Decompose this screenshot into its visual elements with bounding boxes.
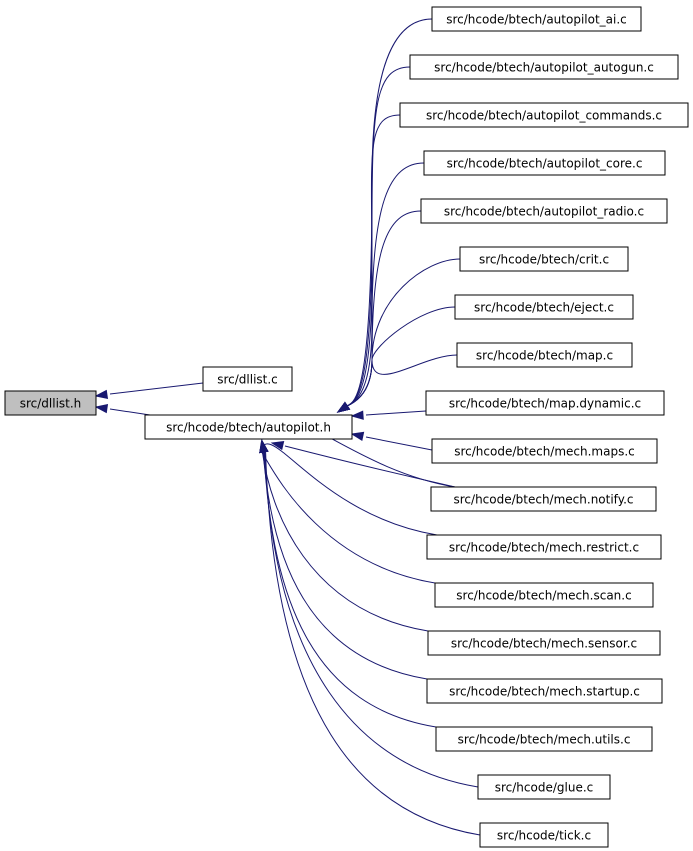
node-eject[interactable]: src/hcode/btech/eject.c bbox=[454, 294, 634, 320]
node-mech-notify[interactable]: src/hcode/btech/mech.notify.c bbox=[430, 486, 657, 512]
node-mech-maps-label: src/hcode/btech/mech.maps.c bbox=[454, 445, 635, 459]
node-mech-scan-label: src/hcode/btech/mech.scan.c bbox=[456, 589, 631, 603]
node-autopilot-autogun-label: src/hcode/btech/autopilot_autogun.c bbox=[434, 61, 654, 75]
node-autopilot-core[interactable]: src/hcode/btech/autopilot_core.c bbox=[423, 150, 666, 176]
edge-mech-maps-to-autopilot-h bbox=[365, 436, 433, 451]
edge-crit-to-autopilot-h bbox=[346, 258, 461, 407]
node-autopilot-h-label: src/hcode/btech/autopilot.h bbox=[166, 421, 331, 435]
edge-mech-startup-to-autopilot-h bbox=[262, 451, 428, 680]
node-mech-sensor-label: src/hcode/btech/mech.sensor.c bbox=[451, 637, 637, 651]
edge-tick-to-autopilot-h-arrowhead bbox=[259, 439, 269, 454]
node-map-dynamic-label: src/hcode/btech/map.dynamic.c bbox=[449, 397, 641, 411]
edge-map-to-autopilot-h bbox=[346, 354, 458, 407]
edge-notify-direct-to-autopilot-h bbox=[284, 445, 456, 488]
node-autopilot-ai-label: src/hcode/btech/autopilot_ai.c bbox=[446, 13, 627, 27]
edge-notify-direct-to-autopilot-h-arrowhead bbox=[270, 440, 285, 451]
node-root[interactable]: src/dllist.h bbox=[4, 390, 97, 416]
edge-map-dynamic-to-autopilot-h bbox=[365, 410, 427, 416]
node-dllist-c[interactable]: src/dllist.c bbox=[202, 366, 293, 392]
edge-mech-restrict-to-autopilot-h bbox=[260, 443, 438, 536]
node-autopilot-autogun[interactable]: src/hcode/btech/autopilot_autogun.c bbox=[409, 54, 679, 80]
edge-autopilot-h-to-root-arrowhead bbox=[94, 403, 109, 414]
edge-autopilot-core-to-autopilot-h bbox=[346, 162, 425, 407]
edge-mech-sensor-to-autopilot-h bbox=[261, 451, 429, 632]
node-mech-utils-label: src/hcode/btech/mech.utils.c bbox=[458, 733, 631, 747]
edge-autopilot-h-to-root bbox=[109, 408, 151, 416]
edge-map-to-autopilot-h-arrowhead bbox=[336, 401, 351, 413]
node-tick[interactable]: src/hcode/tick.c bbox=[479, 822, 609, 848]
edge-map-dynamic-to-autopilot-h-arrowhead bbox=[350, 410, 364, 420]
node-mech-startup-label: src/hcode/btech/mech.startup.c bbox=[449, 685, 640, 699]
node-autopilot-ai[interactable]: src/hcode/btech/autopilot_ai.c bbox=[431, 6, 642, 32]
edge-autopilot-radio-to-autopilot-h bbox=[346, 210, 422, 407]
graph-nodes: src/dllist.h src/dllist.c src/hcode/btec… bbox=[4, 6, 689, 848]
node-eject-label: src/hcode/btech/eject.c bbox=[474, 301, 614, 315]
node-crit-label: src/hcode/btech/crit.c bbox=[479, 253, 609, 267]
edge-dllist-c-to-root bbox=[109, 382, 204, 395]
node-glue[interactable]: src/hcode/glue.c bbox=[477, 774, 611, 800]
node-mech-startup[interactable]: src/hcode/btech/mech.startup.c bbox=[426, 678, 663, 704]
node-map[interactable]: src/hcode/btech/map.c bbox=[456, 342, 633, 368]
node-mech-restrict[interactable]: src/hcode/btech/mech.restrict.c bbox=[426, 534, 662, 560]
node-mech-maps[interactable]: src/hcode/btech/mech.maps.c bbox=[431, 438, 658, 464]
node-mech-scan[interactable]: src/hcode/btech/mech.scan.c bbox=[434, 582, 654, 608]
node-autopilot-commands-label: src/hcode/btech/autopilot_commands.c bbox=[426, 109, 662, 123]
edge-mech-scan-to-autopilot-h bbox=[261, 451, 436, 584]
node-root-label: src/dllist.h bbox=[20, 397, 82, 411]
node-crit[interactable]: src/hcode/btech/crit.c bbox=[459, 246, 629, 272]
node-dllist-c-label: src/dllist.c bbox=[217, 373, 278, 387]
node-glue-label: src/hcode/glue.c bbox=[495, 781, 594, 795]
node-mech-sensor[interactable]: src/hcode/btech/mech.sensor.c bbox=[427, 630, 661, 656]
node-tick-label: src/hcode/tick.c bbox=[497, 829, 591, 843]
node-mech-restrict-label: src/hcode/btech/mech.restrict.c bbox=[449, 541, 639, 555]
node-autopilot-commands[interactable]: src/hcode/btech/autopilot_commands.c bbox=[399, 102, 689, 128]
node-map-dynamic[interactable]: src/hcode/btech/map.dynamic.c bbox=[425, 390, 665, 416]
node-mech-notify-label: src/hcode/btech/mech.notify.c bbox=[454, 493, 634, 507]
node-autopilot-radio-label: src/hcode/btech/autopilot_radio.c bbox=[444, 205, 644, 219]
edge-autopilot-commands-to-autopilot-h bbox=[346, 114, 401, 407]
node-autopilot-radio[interactable]: src/hcode/btech/autopilot_radio.c bbox=[420, 198, 668, 224]
edge-mech-utils-to-autopilot-h bbox=[263, 451, 437, 728]
node-map-label: src/hcode/btech/map.c bbox=[476, 349, 613, 363]
edge-glue-to-autopilot-h bbox=[264, 451, 479, 788]
edge-tick-to-autopilot-h bbox=[265, 451, 481, 836]
node-autopilot-core-label: src/hcode/btech/autopilot_core.c bbox=[447, 157, 643, 171]
node-autopilot-h[interactable]: src/hcode/btech/autopilot.h bbox=[144, 414, 353, 440]
edge-mech-maps-to-autopilot-h-arrowhead bbox=[350, 431, 365, 442]
node-mech-utils[interactable]: src/hcode/btech/mech.utils.c bbox=[435, 726, 653, 752]
edge-dllist-c-to-root-arrowhead bbox=[94, 389, 109, 400]
